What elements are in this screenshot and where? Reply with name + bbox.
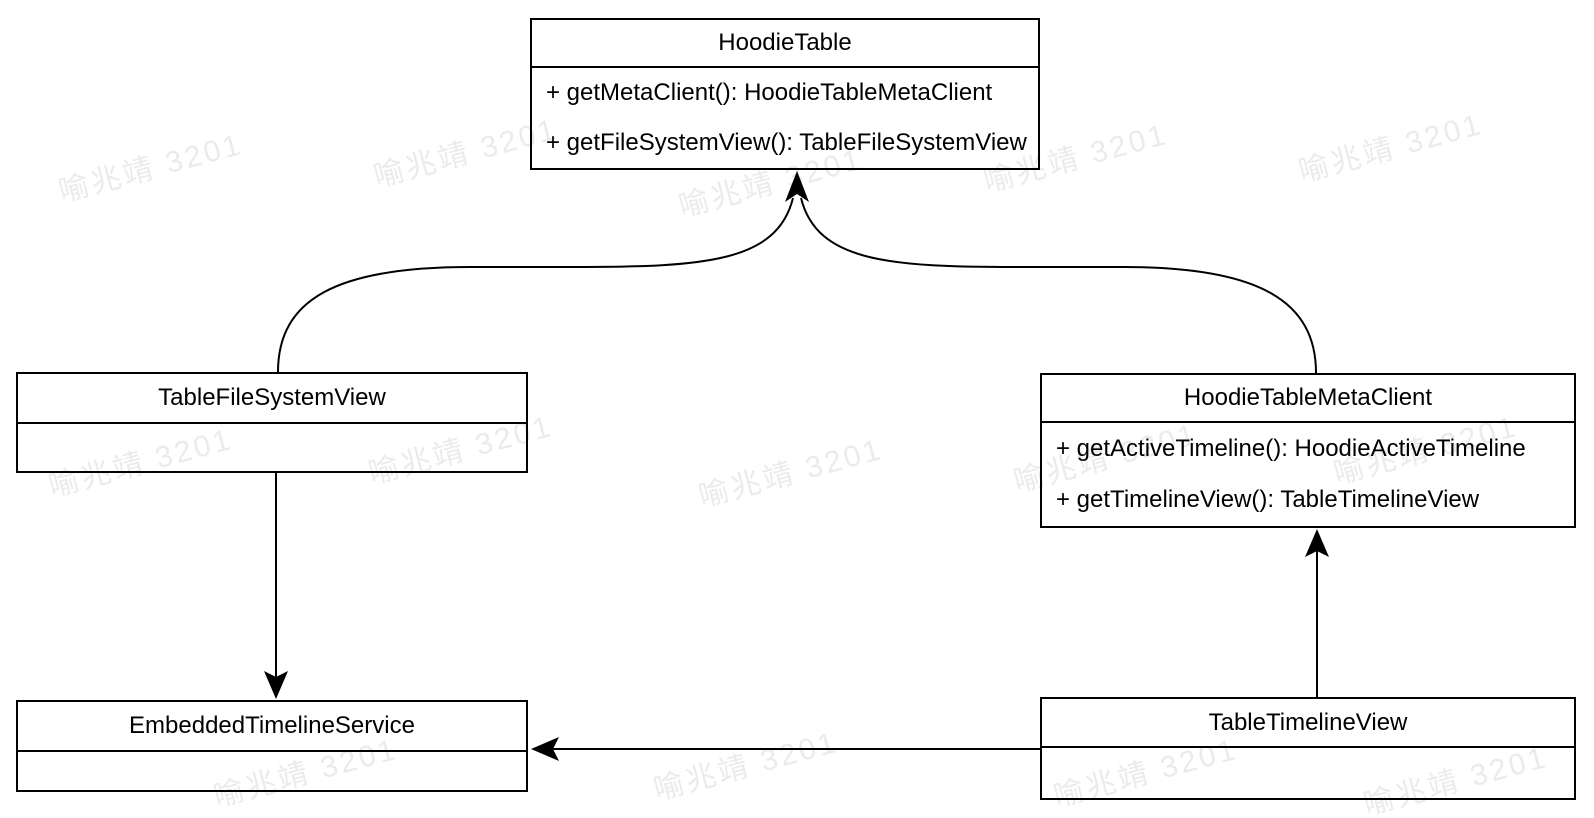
class-name: TableFileSystemView <box>18 374 526 424</box>
method-signature: + getFileSystemView(): TableFileSystemVi… <box>546 129 1027 156</box>
arrow-tablefilesystemview-to-hoodietable <box>277 197 794 373</box>
class-box-embedded-timeline-service: EmbeddedTimelineService <box>16 700 528 792</box>
method-signature: + getMetaClient(): HoodieTableMetaClient <box>546 79 993 106</box>
method-signature: + getActiveTimeline(): HoodieActiveTimel… <box>1056 434 1526 462</box>
class-methods-compartment: + getMetaClient(): HoodieTableMetaClient… <box>532 68 1038 168</box>
arrow-hoodietablemetaclient-to-hoodietable <box>800 197 1317 374</box>
class-methods-compartment <box>18 752 526 790</box>
arrowhead-down-embeddedtimelineservice <box>264 671 288 699</box>
class-box-hoodie-table: HoodieTable + getMetaClient(): HoodieTab… <box>530 18 1040 170</box>
method-signature: + getTimelineView(): TableTimelineView <box>1056 486 1480 514</box>
class-name: EmbeddedTimelineService <box>18 702 526 752</box>
class-box-hoodie-table-meta-client: HoodieTableMetaClient + getActiveTimelin… <box>1040 373 1576 528</box>
arrowhead-up-hoodietable <box>785 171 809 202</box>
class-name: HoodieTable <box>532 20 1038 68</box>
arrowhead-left-embeddedtimelineservice <box>531 737 559 761</box>
class-methods-compartment <box>18 424 526 471</box>
class-box-table-file-system-view: TableFileSystemView <box>16 372 528 473</box>
class-name: HoodieTableMetaClient <box>1042 375 1574 423</box>
class-name: TableTimelineView <box>1042 699 1574 748</box>
class-box-table-timeline-view: TableTimelineView <box>1040 697 1576 800</box>
arrowhead-up-hoodietablemetaclient <box>1305 529 1329 557</box>
class-methods-compartment <box>1042 748 1574 798</box>
class-methods-compartment: + getActiveTimeline(): HoodieActiveTimel… <box>1042 423 1574 526</box>
